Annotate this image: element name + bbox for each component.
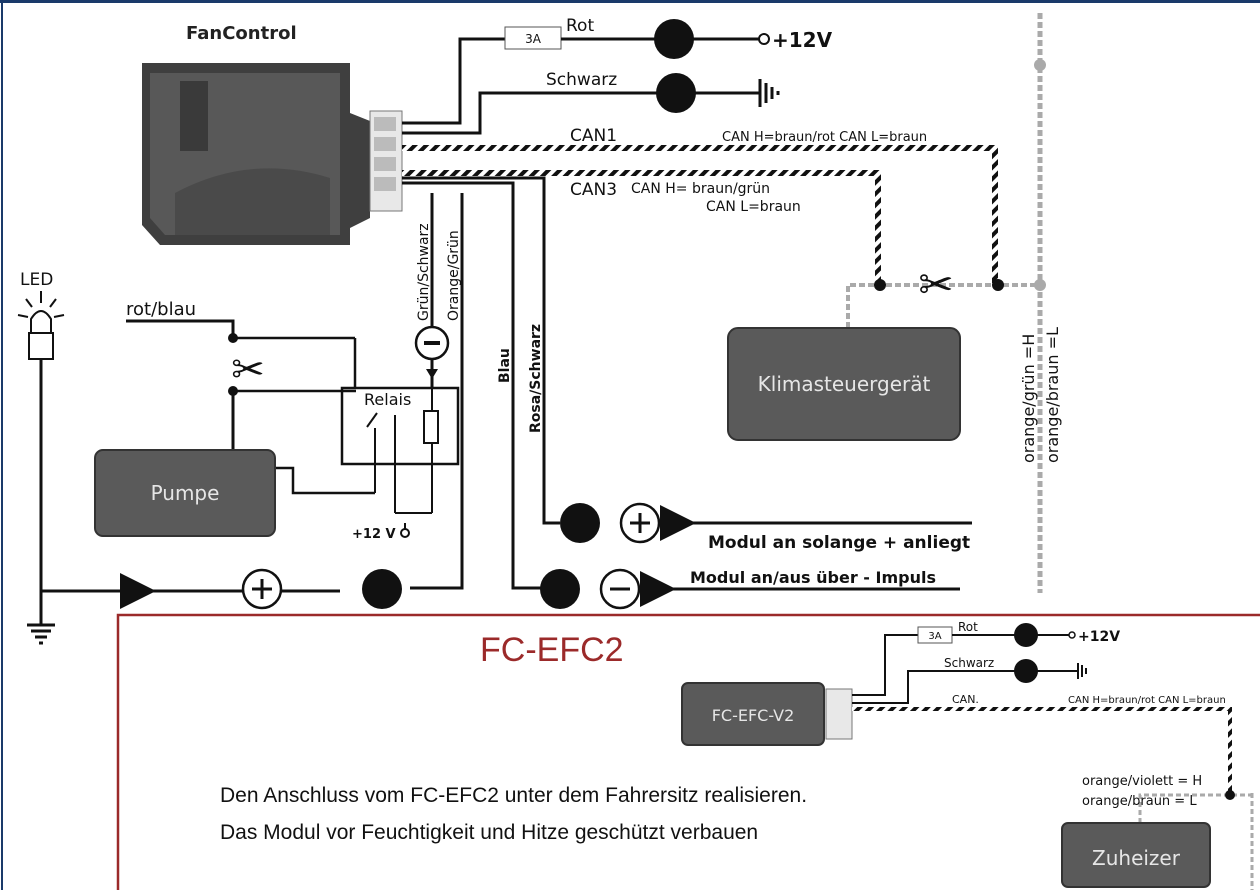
installation-note-2: Das Modul vor Feuchtigkeit und Hitze ges…	[220, 821, 758, 844]
can1-label: CAN1	[570, 126, 617, 146]
rot-blau-label: rot/blau	[126, 299, 196, 320]
wire-blau	[402, 181, 542, 590]
ground-icon	[758, 79, 780, 107]
gruen-schwarz-label: Grün/Schwarz	[416, 223, 432, 321]
fc-efc2-section-border	[116, 613, 1260, 890]
scissors-icon: ✂	[918, 260, 953, 309]
ground-icon	[1077, 663, 1087, 679]
connector-dot	[1014, 659, 1038, 683]
klimasteuergeraet-label: Klimasteuergerät	[758, 372, 931, 396]
modul-plus-label: Modul an solange + anliegt	[708, 533, 970, 553]
fancontrol-module	[142, 63, 403, 245]
orange-gruen-h-label: orange/grün =H	[1019, 334, 1038, 463]
connector-dot	[540, 569, 580, 609]
v12-label: +12V	[772, 28, 833, 52]
connector-dot	[560, 503, 600, 543]
ground-icon	[27, 591, 55, 645]
schwarz-label: Schwarz	[546, 70, 617, 90]
wire-can1	[402, 145, 998, 283]
fancontrol-title: FanControl	[186, 23, 297, 44]
blau-label: Blau	[497, 348, 513, 383]
fc-efc-v2-label: FC-EFC-V2	[712, 706, 795, 725]
wire-can3	[402, 170, 881, 283]
fuse-label: 3A	[525, 32, 542, 46]
scissors-icon: ✂	[231, 347, 265, 393]
can3-l-label: CAN L=braun	[706, 199, 801, 215]
modul-impuls-label: Modul an/aus über - Impuls	[690, 568, 936, 587]
schwarz-small-label: Schwarz	[944, 656, 994, 670]
can3-label: CAN3	[570, 180, 617, 200]
terminal-circle	[758, 33, 770, 45]
wiring-diagram: FanControl 3A Rot +12V Schwarz CAN1 CAN …	[1, 3, 1260, 890]
rosa-schwarz-label: Rosa/Schwarz	[528, 324, 544, 433]
can-small-wires-label: CAN H=braun/rot CAN L=braun	[1068, 695, 1226, 706]
fuse-small-label: 3A	[928, 631, 941, 642]
fc-efc2-title: FC-EFC2	[480, 631, 624, 669]
fc-efc-v2-box	[681, 682, 825, 746]
connector-dot	[656, 73, 696, 113]
violett-h-label: orange/violett = H	[1082, 774, 1202, 789]
rot-small-label: Rot	[958, 620, 978, 634]
orange-braun-l-label: orange/braun =L	[1043, 327, 1062, 463]
wire-rosa-schwarz	[402, 176, 560, 525]
plus12v-label: +12 V	[352, 527, 396, 542]
rot-label: Rot	[566, 16, 594, 36]
klimasteuergeraet-box	[727, 327, 961, 441]
connector-dot	[1014, 623, 1038, 647]
can-small-label: CAN.	[952, 693, 979, 706]
can3-h-label: CAN H= braun/grün	[631, 181, 770, 197]
wire-orange-gruen	[410, 193, 464, 590]
relais-box	[340, 386, 460, 466]
connector-dot	[362, 569, 402, 609]
terminal-circle	[400, 528, 410, 538]
led-label: LED	[20, 270, 53, 290]
zuheizer-box	[1061, 822, 1211, 888]
orange-gruen-label: Orange/Grün	[446, 230, 462, 321]
pumpe-label: Pumpe	[151, 481, 220, 505]
wire-rot	[402, 37, 505, 125]
braun-l-label: orange/braun = L	[1082, 794, 1197, 809]
connector-dot	[654, 19, 694, 59]
fc-efc-v2-connector	[825, 688, 853, 740]
wire-can-small	[852, 707, 1232, 793]
relais-label: Relais	[364, 390, 411, 409]
v12-small-label: +12V	[1078, 629, 1120, 645]
installation-note-1: Den Anschluss vom FC-EFC2 unter dem Fahr…	[220, 784, 807, 807]
relais-coil	[423, 410, 439, 444]
led-icon	[17, 291, 65, 360]
pumpe-box	[94, 449, 276, 537]
zuheizer-label: Zuheizer	[1092, 846, 1181, 870]
can1-wires-label: CAN H=braun/rot CAN L=braun	[722, 130, 927, 145]
wire-schwarz	[402, 91, 760, 135]
